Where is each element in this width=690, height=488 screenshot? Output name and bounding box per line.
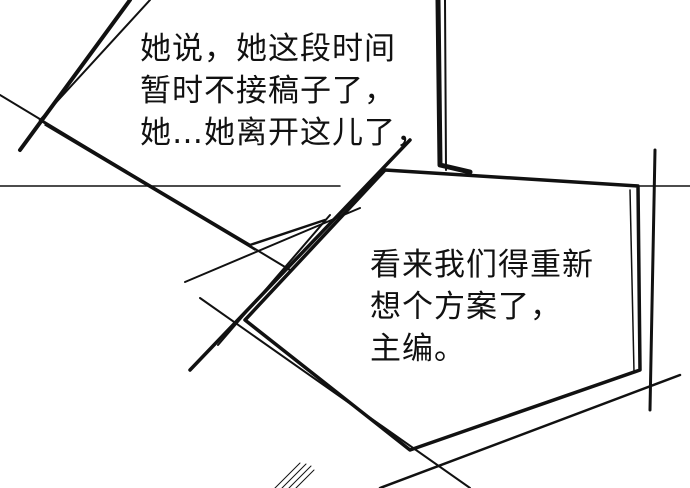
- bubble-1-line: 她…她离开这儿了，: [140, 115, 428, 151]
- bubble-1-line: 她说，她这段时间: [140, 31, 396, 67]
- speed-line: [0, 94, 291, 271]
- speed-line: [188, 138, 412, 372]
- speed-line: [18, 0, 132, 152]
- speed-line: [648, 148, 657, 412]
- hatching-mark: [274, 462, 315, 488]
- bubble-2-outline: [243, 168, 642, 452]
- bubble-1-line: 暂时不接稿子了，: [140, 73, 396, 109]
- bubble-2-line: 主编。: [370, 331, 466, 367]
- bubble-1-edge-right: [435, 0, 473, 175]
- speech-bubble-2-text: 看来我们得重新 想个方案了， 主编。: [370, 244, 594, 370]
- speed-line: [184, 207, 361, 283]
- speech-bubble-1-text: 她说，她这段时间 暂时不接稿子了， 她…她离开这儿了，: [140, 28, 428, 154]
- speed-line: [378, 373, 682, 488]
- bubble-2-line: 想个方案了，: [370, 289, 562, 325]
- bubble-2-line: 看来我们得重新: [370, 247, 594, 283]
- speed-line: [39, 0, 151, 121]
